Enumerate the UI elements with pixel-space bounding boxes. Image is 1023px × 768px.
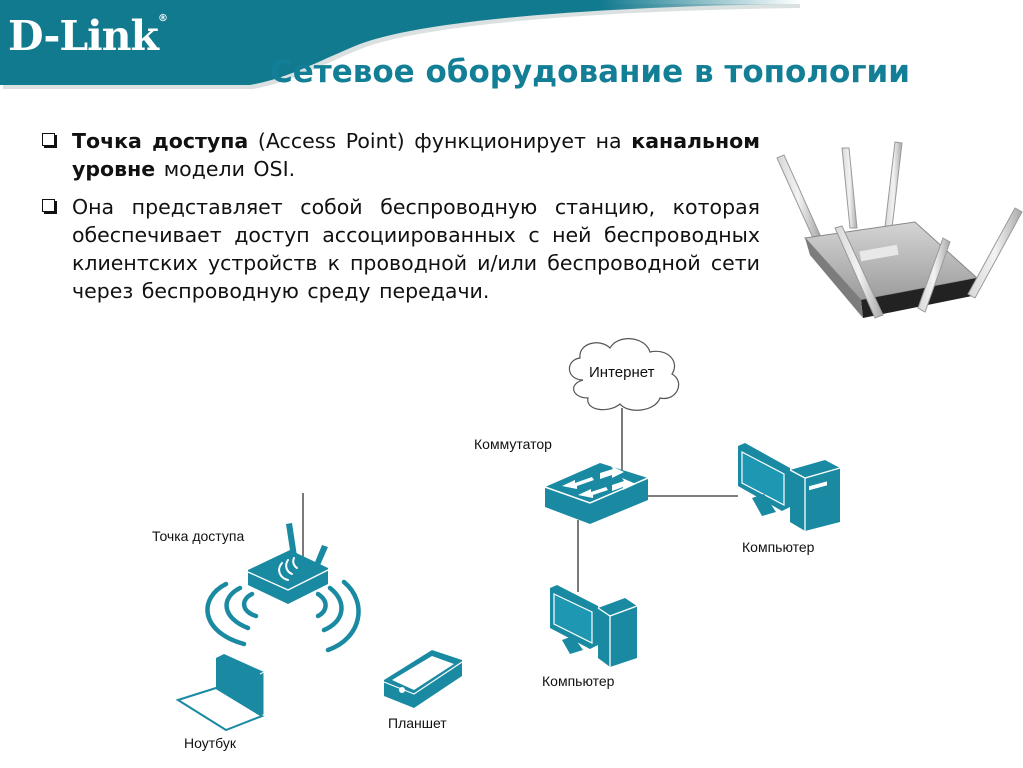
dlink-logo: D-Link® bbox=[8, 12, 168, 60]
wireless-waves-icon bbox=[205, 579, 361, 653]
bullet-list: Точка доступа (Access Point) функциониру… bbox=[40, 127, 760, 315]
bullet-text: Точка доступа (Access Point) функциониру… bbox=[72, 129, 761, 181]
bullet-item: Она представляет собой беспроводную стан… bbox=[40, 193, 760, 305]
bullet-item: Точка доступа (Access Point) функциониру… bbox=[40, 127, 760, 183]
node-label-tablet: Планшет bbox=[388, 715, 447, 731]
checkbox-bullet-icon bbox=[42, 133, 55, 146]
node-label-computer-1: Компьютер bbox=[742, 539, 815, 555]
laptop-icon bbox=[175, 654, 265, 732]
access-point-icon bbox=[247, 523, 329, 604]
tablet-icon bbox=[383, 650, 463, 708]
checkbox-bullet-icon bbox=[42, 199, 55, 212]
switch-icon bbox=[544, 463, 649, 524]
node-label-laptop: Ноутбук bbox=[184, 735, 236, 751]
node-label-access-point: Точка доступа bbox=[152, 528, 245, 544]
node-label-internet: Интернет bbox=[589, 364, 655, 381]
node-label-switch: Коммутатор bbox=[474, 436, 552, 452]
node-label-computer-2: Компьютер bbox=[542, 673, 615, 689]
computer-icon bbox=[738, 443, 841, 531]
header-banner bbox=[0, 0, 800, 89]
slide-title: Сетевое оборудование в топологии bbox=[270, 54, 910, 90]
computer-icon bbox=[550, 585, 638, 667]
bullet-text: Она представляет собой беспроводную стан… bbox=[72, 195, 760, 303]
access-point-photo bbox=[776, 141, 1023, 319]
